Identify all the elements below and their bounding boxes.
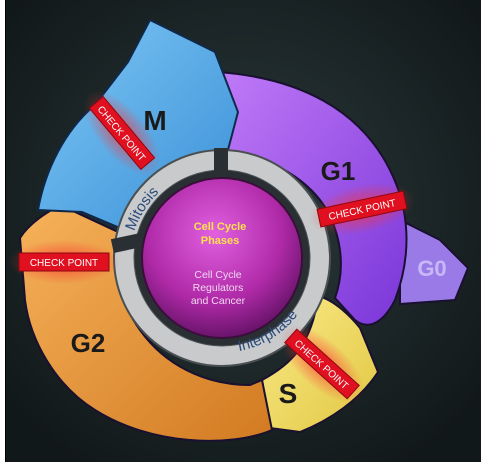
ring-divider-top <box>214 148 228 174</box>
center-sub-line2: Regulators <box>193 282 244 294</box>
g0-phase-label: G0 <box>417 256 446 281</box>
checkpoint-g1: CHECK POINT <box>308 182 416 236</box>
center-title-line1: Cell Cycle <box>194 221 247 233</box>
checkpoint-g2: CHECK POINT <box>8 240 120 284</box>
center-sub-line1: Cell Cycle <box>194 269 241 281</box>
s-phase-label: S <box>279 378 298 409</box>
g2-phase-label: G2 <box>71 328 106 358</box>
center-sub-line3: and Cancer <box>191 295 246 307</box>
checkpoint-g2-label: CHECK POINT <box>30 258 98 269</box>
g0-phase-segment <box>399 218 470 306</box>
m-phase-label: M <box>143 105 166 136</box>
checkpoint-m: CHECK POINT <box>83 90 161 176</box>
center-core <box>141 177 303 339</box>
left-edge-line <box>5 0 6 462</box>
g1-phase-label: G1 <box>321 156 356 186</box>
ring-divider-left <box>110 233 144 253</box>
g1-phase-segment <box>216 70 408 326</box>
center-title-line2: Phases <box>201 235 240 247</box>
